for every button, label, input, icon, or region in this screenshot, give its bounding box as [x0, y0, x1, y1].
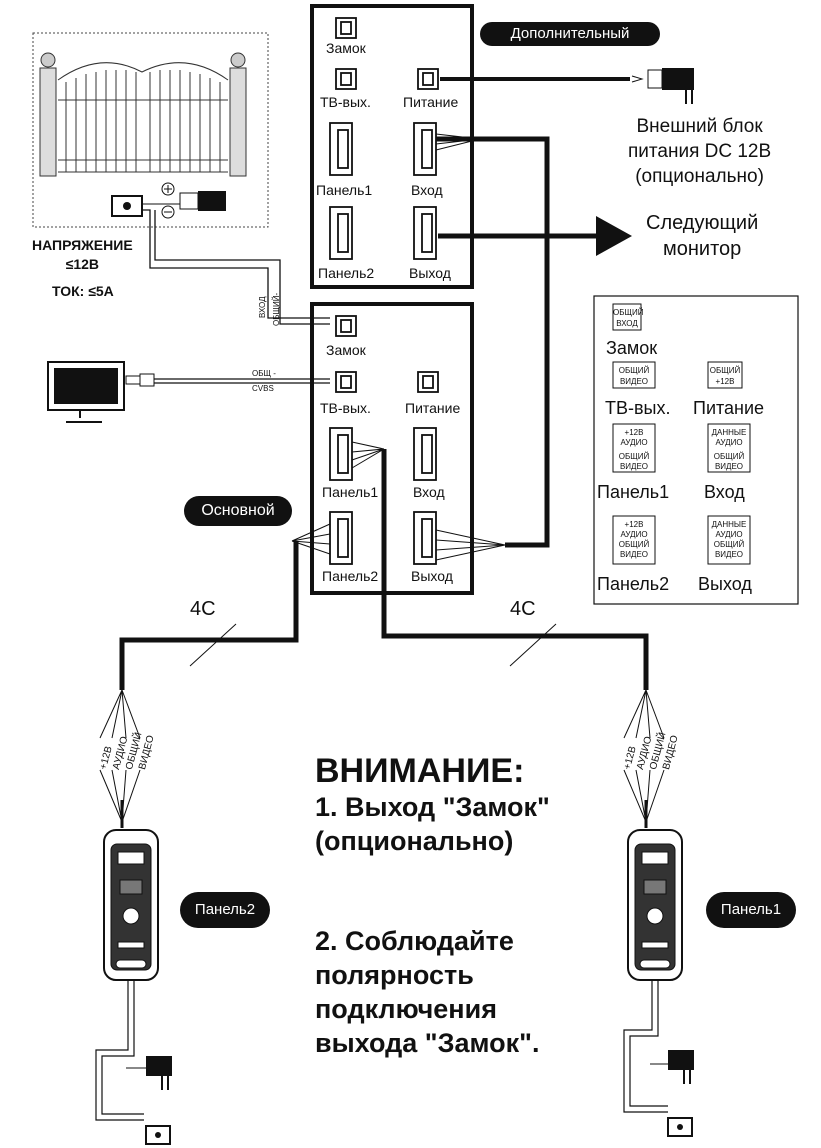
legend-lock-pin2: ВХОД	[616, 319, 638, 328]
notice-item-1: 1. Выход "Замок" (опционально)	[315, 792, 550, 856]
call-panel-right	[627, 829, 683, 981]
main-monitor-box	[310, 302, 474, 595]
main-port-panel2-label: Панель2	[322, 568, 379, 584]
notice-title: ВНИМАНИЕ:	[315, 752, 525, 790]
legend-input-pin4: ВИДЕО	[714, 462, 744, 471]
extra-port-tv-out-label: ТВ-вых.	[320, 94, 371, 110]
notice-item-2: 2. Соблюдайте полярность подключения вых…	[315, 926, 540, 1058]
legend-panel2-pin3: ОБЩИЙ	[618, 540, 650, 549]
legend-output-pin1: ДАННЫЕ	[711, 520, 747, 529]
legend-panel1-pin1: +12В	[624, 428, 644, 437]
main-port-tv-out-label: ТВ-вых.	[320, 400, 371, 416]
legend-input-pin2: АУДИО	[715, 438, 743, 447]
legend-panel2-pin4: ВИДЕО	[619, 550, 649, 559]
next-monitor-label: Следующий монитор	[646, 212, 759, 260]
legend-panel2-name: Панель2	[597, 574, 670, 594]
current-warning: ТОК: ≤5А	[52, 283, 114, 299]
legend-output-pin3: ОБЩИЙ	[713, 540, 745, 549]
legend-tv-name: ТВ-вых.	[605, 398, 671, 418]
tv-wire-cvbs-label: CVBS	[252, 384, 274, 393]
legend-output-pin4: ВИДЕО	[714, 550, 744, 559]
lock-wire-input-label: ВХОД	[258, 296, 267, 318]
legend-input-pin3: ОБЩИЙ	[713, 452, 745, 461]
voltage-warning: НАПРЯЖЕНИЕ ≤12В	[32, 237, 133, 272]
legend-power-name: Питание	[693, 398, 765, 418]
legend-power-pin1: ОБЩИЙ	[709, 366, 741, 375]
extra-port-output-label: Выход	[409, 265, 451, 281]
legend-input-name: Вход	[704, 482, 745, 502]
legend-panel1-pin4: ВИДЕО	[619, 462, 649, 471]
power-adapter-icon	[662, 68, 694, 90]
legend-lock-pin1: ОБЩИЙ	[613, 308, 644, 317]
next-monitor-arrow	[596, 216, 632, 256]
panel-power-plug-left	[146, 1056, 172, 1076]
panel1-label: Панель1	[706, 892, 796, 928]
electric-lock-icon	[111, 182, 226, 219]
legend-output-name: Выход	[698, 574, 752, 594]
extra-port-lock-label: Замок	[326, 40, 366, 56]
gate-frame	[32, 32, 269, 228]
gate-icon	[39, 52, 247, 177]
legend-input-pin1: ДАННЫЕ	[711, 428, 747, 437]
main-port-output-label: Выход	[411, 568, 453, 584]
tv-wire-common-label: ОБЩ -	[252, 369, 276, 378]
main-port-power-label: Питание	[405, 400, 461, 416]
call-panel-left	[103, 829, 159, 981]
extra-port-panel2-label: Панель2	[318, 265, 375, 281]
legend-box	[593, 295, 799, 605]
legend-lock-name: Замок	[606, 338, 658, 358]
legend-power-pin2: +12В	[715, 377, 735, 386]
legend-panel1-pin2: АУДИО	[620, 438, 648, 447]
extra-port-power-label: Питание	[403, 94, 459, 110]
legend-panel1-pin3: ОБЩИЙ	[618, 452, 650, 461]
panel2-label: Панель2	[180, 892, 270, 928]
legend-panel2-pin1: +12В	[624, 520, 644, 529]
legend-panel1-name: Панель1	[597, 482, 670, 502]
extra-monitor-title: Дополнительный	[480, 22, 660, 46]
legend-panel2-pin2: АУДИО	[620, 530, 648, 539]
legend-output-pin2: АУДИО	[715, 530, 743, 539]
external-power-label: Внешний блок питания DC 12В (опционально…	[628, 116, 772, 187]
legend-tv-pin1: ОБЩИЙ	[618, 366, 650, 375]
legend-tv-pin2: ВИДЕО	[619, 377, 649, 386]
main-monitor-title: Основной	[184, 496, 292, 526]
extra-port-input-label: Вход	[411, 182, 443, 198]
extra-monitor-box	[310, 4, 474, 289]
lock-wire-common-label: ОБЩИЙ-	[272, 292, 281, 326]
cable-type-right: 4C	[510, 598, 536, 620]
main-port-lock-label: Замок	[326, 342, 366, 358]
extra-port-panel1-label: Панель1	[316, 182, 373, 198]
cable-type-left: 4C	[190, 598, 216, 620]
main-port-panel1-label: Панель1	[322, 484, 379, 500]
main-port-input-label: Вход	[413, 484, 445, 500]
tv-monitor-icon	[47, 361, 155, 423]
panel-power-plug-right	[668, 1050, 694, 1070]
